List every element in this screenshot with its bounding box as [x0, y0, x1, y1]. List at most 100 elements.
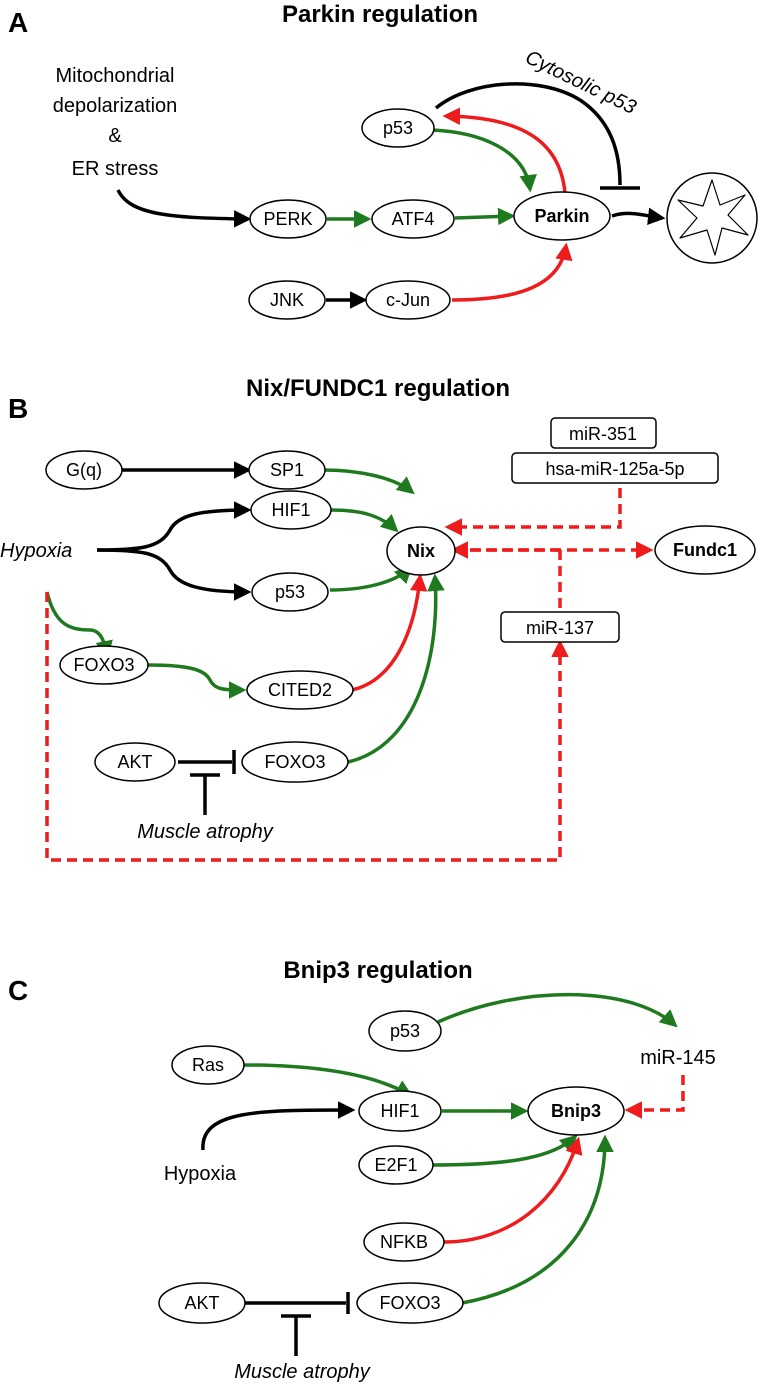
- edge-stress-perk: [116, 189, 252, 228]
- svg-text:miR-351: miR-351: [569, 424, 637, 444]
- svg-text:p53: p53: [383, 118, 413, 138]
- svg-text:SP1: SP1: [270, 460, 304, 480]
- svg-text:JNK: JNK: [270, 290, 304, 310]
- panel-a: A Parkin regulation Mitochondrial depola…: [8, 1, 758, 320]
- panel-a-title: Parkin regulation: [282, 1, 478, 28]
- svg-text:ATF4: ATF4: [392, 209, 435, 229]
- svg-text:p53: p53: [390, 1021, 420, 1041]
- svg-text:Bnip3: Bnip3: [551, 1101, 601, 1121]
- node-bnip3: Bnip3: [527, 1086, 625, 1136]
- node-sp1: SP1: [248, 450, 326, 490]
- edge-hypoxia-p53: [96, 548, 252, 601]
- svg-text:Nix: Nix: [407, 541, 435, 561]
- edge-nfkb-bnip3: [443, 1136, 583, 1244]
- mirna-box-125a: hsa-miR-125a-5p: [511, 452, 719, 484]
- svg-text:HIF1: HIF1: [380, 1101, 419, 1121]
- edge-parkin-p53: [442, 107, 567, 194]
- svg-text:FOXO3: FOXO3: [379, 1293, 440, 1313]
- node-ras: Ras: [171, 1045, 245, 1085]
- edge-cjun-parkin: [451, 242, 573, 302]
- muscle-atrophy-label-c: Muscle atrophy: [234, 1361, 371, 1383]
- svg-text:hsa-miR-125a-5p: hsa-miR-125a-5p: [545, 459, 684, 479]
- mirna-box-137: miR-137: [500, 611, 620, 643]
- panel-b-title: Nix/FUNDC1 regulation: [246, 375, 510, 402]
- mitochondrion-icon: [666, 172, 758, 264]
- edge-hypoxia-hif1-c: [201, 1101, 356, 1151]
- svg-text:AKT: AKT: [184, 1293, 219, 1313]
- hypoxia-label-b: Hypoxia: [0, 540, 72, 562]
- edge-foxo3-cited2: [147, 663, 247, 699]
- edge-e2f1-bnip3: [431, 1134, 578, 1167]
- node-nix: Nix: [386, 526, 456, 576]
- node-gq: G(q): [45, 450, 123, 490]
- edge-hif1-nix: [330, 508, 399, 533]
- node-foxo3-c: FOXO3: [356, 1282, 464, 1324]
- svg-text:HIF1: HIF1: [271, 500, 310, 520]
- svg-text:PERK: PERK: [263, 209, 312, 229]
- edge-mir145-bnip3: [624, 1075, 685, 1119]
- node-akt-b: AKT: [94, 742, 176, 782]
- svg-text:G(q): G(q): [66, 460, 102, 480]
- node-cjun: c-Jun: [365, 280, 451, 320]
- edge-parkin-mitochondrion: [611, 207, 666, 226]
- hypoxia-label-c: Hypoxia: [164, 1163, 237, 1185]
- cytosolic-p53-label: Cytosolic p53: [522, 46, 640, 118]
- stimulus-line-4: ER stress: [72, 158, 159, 180]
- panel-a-letter: A: [8, 7, 28, 38]
- svg-text:miR-137: miR-137: [526, 618, 594, 638]
- edge-p53-mir145: [437, 992, 678, 1028]
- edge-ras-hif1: [243, 1063, 414, 1097]
- edge-hypoxia-mir137: [45, 592, 569, 862]
- svg-text:E2F1: E2F1: [374, 1155, 417, 1175]
- stimulus-line-3: &: [108, 125, 122, 147]
- node-p53-a: p53: [361, 108, 435, 148]
- stimulus-line-2: depolarization: [53, 95, 178, 117]
- edge-sp1-nix: [323, 468, 415, 495]
- node-p53-c: p53: [368, 1010, 442, 1052]
- node-foxo3-b1: FOXO3: [59, 645, 149, 685]
- edge-cited2-nix: [351, 573, 428, 692]
- svg-text:Fundc1: Fundc1: [673, 540, 737, 560]
- svg-text:NFKB: NFKB: [380, 1232, 428, 1252]
- node-p53-b: p53: [251, 572, 329, 612]
- mir145-label: miR-145: [640, 1047, 716, 1069]
- edge-hypoxia-hif1: [96, 501, 252, 552]
- edge-cytosolic-p53-inhibition: [434, 82, 622, 186]
- muscle-atrophy-label-b: Muscle atrophy: [137, 821, 274, 843]
- node-e2f1: E2F1: [358, 1145, 434, 1185]
- panel-c: C Bnip3 regulation Hypoxia miR-145 Muscl…: [8, 957, 716, 1383]
- mirna-box-351: miR-351: [550, 417, 657, 449]
- node-foxo3-b2: FOXO3: [241, 741, 349, 783]
- edge-hypoxia-foxo3: [45, 591, 113, 659]
- panel-c-letter: C: [8, 975, 28, 1006]
- node-parkin: Parkin: [513, 191, 611, 241]
- edge-p53-nix: [329, 565, 413, 592]
- node-akt-c: AKT: [158, 1282, 246, 1324]
- svg-text:CITED2: CITED2: [268, 680, 332, 700]
- svg-text:FOXO3: FOXO3: [73, 655, 134, 675]
- node-nfkb: NFKB: [363, 1222, 445, 1262]
- node-fundc1: Fundc1: [654, 525, 756, 575]
- edge-foxo3-bnip3: [461, 1134, 614, 1305]
- svg-text:c-Jun: c-Jun: [386, 290, 430, 310]
- panel-b-letter: B: [8, 393, 28, 424]
- stimulus-line-1: Mitochondrial: [56, 65, 175, 87]
- node-hif1-b: HIF1: [250, 490, 332, 530]
- edge-p53-parkin: [431, 128, 537, 193]
- svg-text:p53: p53: [275, 582, 305, 602]
- svg-text:Ras: Ras: [192, 1055, 224, 1075]
- panel-b: B Nix/FUNDC1 regulation Hypoxia Muscle a…: [0, 375, 756, 862]
- node-jnk: JNK: [248, 280, 326, 320]
- edge-mir-to-nix: [444, 488, 622, 536]
- edge-foxo3b-nix: [347, 573, 445, 764]
- panel-c-title: Bnip3 regulation: [283, 957, 472, 984]
- svg-text:Parkin: Parkin: [534, 206, 589, 226]
- edge-atf4-parkin: [454, 207, 516, 226]
- svg-text:AKT: AKT: [117, 752, 152, 772]
- node-atf4: ATF4: [371, 199, 455, 239]
- svg-text:FOXO3: FOXO3: [264, 752, 325, 772]
- node-perk: PERK: [249, 199, 327, 239]
- node-cited2: CITED2: [246, 670, 354, 710]
- node-hif1-c: HIF1: [358, 1090, 442, 1132]
